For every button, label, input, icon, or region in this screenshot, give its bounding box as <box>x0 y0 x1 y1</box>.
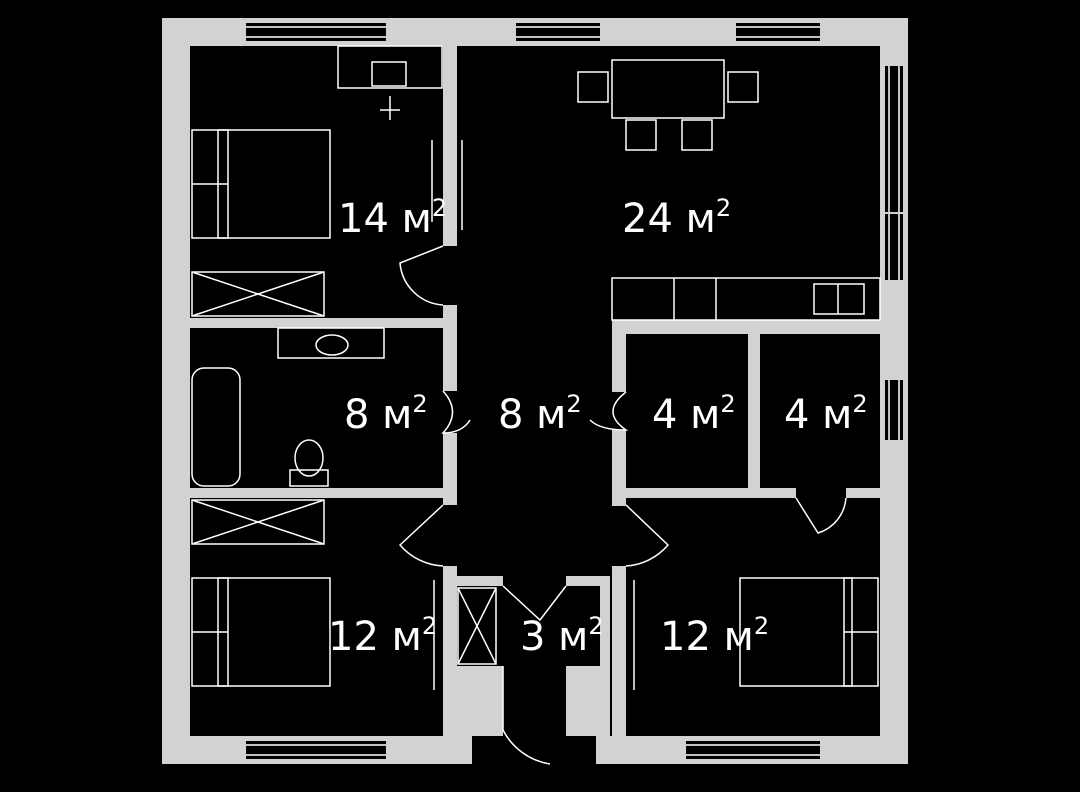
wall-h-storage-bedroom-b <box>846 488 880 498</box>
dining-chair-bottom-1 <box>625 119 657 151</box>
door-entrance-outer <box>502 666 551 765</box>
dining-chair-left <box>577 71 609 103</box>
door-bedroom-bottom-right <box>625 504 670 567</box>
door-bedroom-top <box>399 245 444 306</box>
room-labels: 14 м2 24 м2 8 м2 8 м2 4 м2 4 м2 12 м2 3 … <box>328 194 868 660</box>
room-area-living-dining: 24 м2 <box>622 194 731 242</box>
wall-v-right-bottom <box>612 566 626 736</box>
door-storage-2 <box>795 497 847 534</box>
dining-table <box>611 59 725 119</box>
wall-v-right-top <box>612 322 626 392</box>
wall-h-bedroom-bath <box>190 318 443 328</box>
wall-v-left-bottom <box>443 566 457 736</box>
bathtub <box>191 367 241 487</box>
toilet-bowl <box>294 439 324 477</box>
bathroom-sink-icon <box>315 334 349 356</box>
wall-entrance-top-left <box>457 576 503 586</box>
wall-entrance-bottom-right <box>566 666 610 736</box>
bed-bl <box>217 577 331 687</box>
wall-h-bath-bedroom <box>190 488 443 498</box>
windows <box>246 23 903 759</box>
room-area-bedroom-top-left: 14 м2 <box>338 194 447 242</box>
bathroom-vanity <box>277 327 385 359</box>
wall-v-left-mid2 <box>443 433 457 505</box>
room-area-storage-1: 4 м2 <box>652 390 736 438</box>
doors <box>398 245 847 765</box>
wall-entrance-right <box>600 576 610 666</box>
furniture <box>191 45 881 690</box>
room-area-entrance: 3 м2 <box>520 612 604 660</box>
room-area-bedroom-bottom-left: 12 м2 <box>328 612 437 660</box>
wardrobe-bottom <box>191 499 325 545</box>
wall-h-kitchen-storage <box>612 320 880 334</box>
kitchen-counter <box>611 277 881 321</box>
room-area-hall: 8 м2 <box>498 390 582 438</box>
desk <box>337 45 443 89</box>
wall-v-left-mid1 <box>443 305 457 391</box>
door-storage-1 <box>589 391 629 431</box>
room-area-bedroom-bottom-right: 12 м2 <box>660 612 769 660</box>
door-entrance-inner <box>502 585 567 622</box>
wall-v-right-mid <box>612 430 626 506</box>
wall-v-left-top <box>443 46 457 246</box>
entrance-wardrobe <box>457 587 497 665</box>
wall-h-storage-bedroom-a <box>626 488 796 498</box>
door-bedroom-bottom-left <box>398 504 444 567</box>
wall-v-storage-divider <box>748 334 760 494</box>
wardrobe <box>191 271 325 317</box>
room-area-storage-2: 4 м2 <box>784 390 868 438</box>
wall-entrance-bottom-left <box>457 666 503 736</box>
chair <box>371 61 407 87</box>
dining-chair-right <box>727 71 759 103</box>
kitchen-sink <box>813 283 865 315</box>
bed <box>217 129 331 239</box>
outer-wall-left <box>162 18 190 764</box>
dining-chair-bottom-2 <box>681 119 713 151</box>
wall-entrance-top-right <box>566 576 610 586</box>
toilet-tank <box>289 469 329 487</box>
door-bathroom <box>441 390 471 434</box>
room-area-bathroom: 8 м2 <box>344 390 428 438</box>
